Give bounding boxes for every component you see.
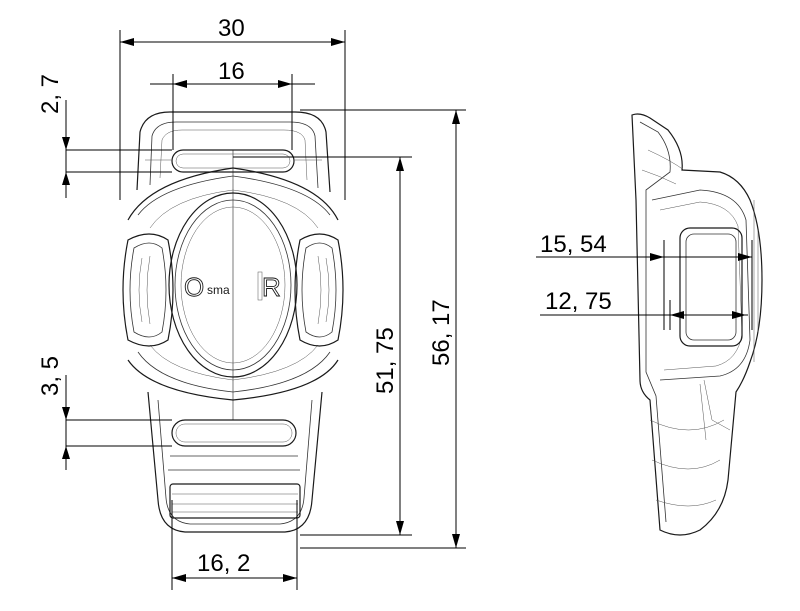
dim-overall-width: 30: [119, 15, 346, 200]
dim-inner-width-label: 16: [218, 58, 245, 85]
logo-final: R: [262, 272, 281, 302]
left-release-tab: [122, 233, 174, 347]
dim-inner-width: 16: [150, 58, 315, 150]
dim-bottom-width: 16, 2: [171, 500, 298, 590]
dim-lower-slot-offset: 3, 5: [37, 356, 172, 470]
dim-inner-height-label: 51, 75: [372, 327, 399, 394]
dim-overall-width-label: 30: [218, 15, 245, 42]
buckle-body: [127, 167, 339, 401]
top-strap-loop: [136, 111, 331, 193]
right-release-tab: [294, 233, 344, 347]
dim-lower-slot-offset-label: 3, 5: [37, 356, 64, 396]
lower-slot: [171, 419, 297, 447]
dim-top-slot-offset-label: 2, 7: [37, 74, 64, 114]
logo-badge: O sma R: [168, 192, 298, 378]
dim-side-outer-depth: 15, 54: [536, 231, 753, 330]
dim-side-inner-depth-label: 12, 75: [545, 288, 612, 315]
lower-strap-section: [147, 391, 323, 533]
top-slot: [171, 149, 295, 173]
dim-side-inner-depth: 12, 75: [540, 288, 748, 330]
dim-overall-height-label: 56, 17: [428, 299, 455, 366]
dim-bottom-width-label: 16, 2: [197, 550, 250, 577]
logo-initial: O: [184, 272, 204, 302]
dim-top-slot-offset: 2, 7: [37, 74, 172, 198]
dim-overall-height: 56, 17: [300, 109, 466, 549]
dim-side-outer-depth-label: 15, 54: [540, 231, 607, 258]
side-button: [679, 227, 743, 347]
logo-middle: sma: [207, 283, 230, 297]
front-view: O sma R 30: [37, 15, 466, 590]
dim-inner-height: 51, 75: [233, 156, 412, 536]
bottom-grip: [169, 483, 301, 519]
side-view: 15, 54 12, 75: [536, 113, 763, 536]
